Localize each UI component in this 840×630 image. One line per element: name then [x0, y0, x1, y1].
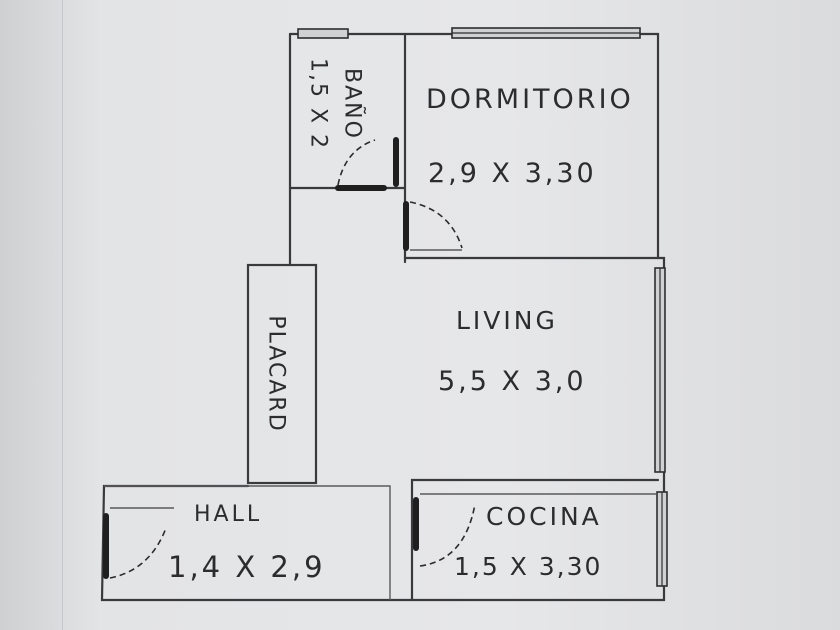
door-bano	[335, 137, 399, 191]
window-living	[654, 267, 666, 473]
door-cocina	[413, 497, 476, 567]
wall-hall-top	[104, 485, 391, 600]
paper-margin-line	[62, 0, 63, 630]
door-hall	[103, 507, 174, 579]
wall-top-right	[288, 32, 660, 260]
cocina-label: COCINA	[486, 502, 602, 531]
window-bano	[297, 28, 349, 39]
wall-cocina	[410, 478, 660, 602]
window-dormitorio	[451, 27, 641, 39]
dormitorio-dimensions: 2,9 X 3,30	[428, 158, 597, 189]
placard-label: PLACARD	[263, 315, 289, 433]
hall-label: HALL	[194, 502, 263, 527]
bano-dimensions: 1,5 X 2	[305, 57, 331, 151]
bano-label: BAÑO	[339, 68, 365, 140]
living-dimensions: 5,5 X 3,0	[438, 366, 587, 397]
living-label: LIVING	[456, 306, 558, 335]
window-cocina	[656, 491, 668, 587]
door-dormitorio	[403, 201, 463, 251]
cocina-dimensions: 1,5 X 3,30	[454, 552, 603, 581]
placard-outline	[246, 263, 318, 485]
dormitorio-label: DORMITORIO	[426, 84, 634, 115]
wall-outer-lower	[100, 256, 666, 602]
hall-dimensions: 1,4 X 2,9	[168, 550, 326, 584]
